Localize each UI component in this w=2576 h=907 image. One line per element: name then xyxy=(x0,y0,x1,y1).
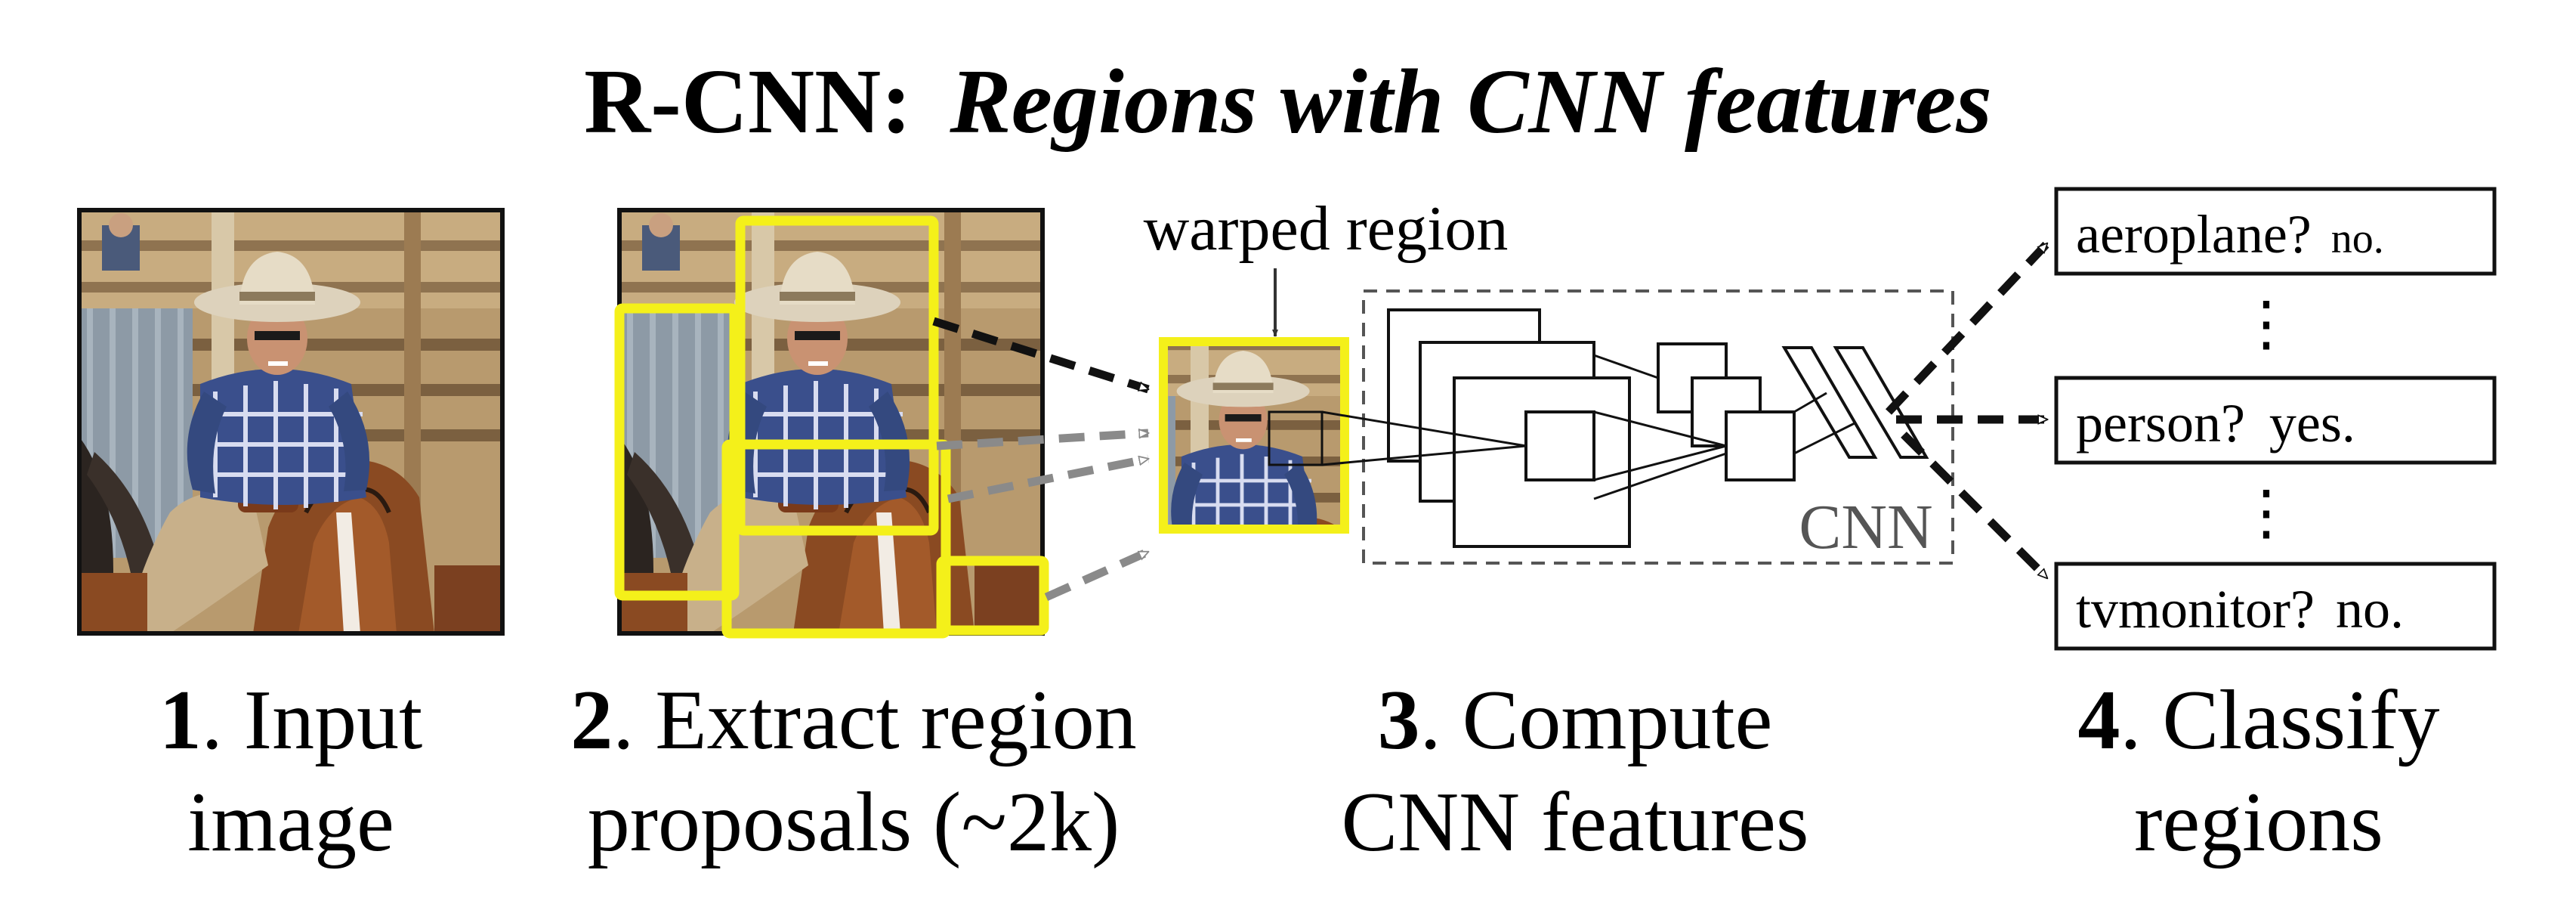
class-name: aeroplane? xyxy=(2076,204,2312,265)
title-emphasis: Regions with CNN features xyxy=(949,51,1991,153)
proposal-arrows xyxy=(932,317,1148,602)
step-number: 2 xyxy=(570,673,613,767)
svg-text:aeroplane? no.: aeroplane? no. xyxy=(2076,204,2384,265)
class-box-aeroplane: aeroplane? no. xyxy=(2054,187,2497,276)
cnn-block: CNN xyxy=(1268,289,1954,565)
step-caption-4: 4. Classify regions xyxy=(2077,673,2439,869)
proposals-image xyxy=(617,208,1045,636)
class-answer: yes. xyxy=(2269,393,2355,454)
step-line2: CNN features xyxy=(1342,775,1809,869)
step-line1: . Classify xyxy=(2120,673,2439,767)
arrow-to-tvmonitor xyxy=(1901,432,2050,581)
classify-arrows xyxy=(1885,240,2051,581)
warped-region-label: warped region xyxy=(1144,193,1509,264)
warped-region-image xyxy=(1159,337,1349,534)
cnn-label: CNN xyxy=(1799,492,1932,562)
svg-text:tvmonitor? no.: tvmonitor? no. xyxy=(2076,579,2404,639)
step-caption-1: 1. Input image xyxy=(159,673,422,869)
svg-text:3. Compute: 3. Compute xyxy=(1378,673,1773,767)
class-answer: no. xyxy=(2336,579,2404,639)
arrow-faded-3 xyxy=(1044,547,1148,602)
svg-text:1. Input: 1. Input xyxy=(159,673,422,767)
arrow-faded-2 xyxy=(947,454,1148,503)
step-number: 4 xyxy=(2077,673,2120,767)
step-line2: proposals (~2k) xyxy=(588,775,1120,869)
step-line1: . Compute xyxy=(1420,673,1773,767)
arrow-faded-1 xyxy=(936,433,1148,450)
step-line2: image xyxy=(187,775,394,869)
class-box-person: person? yes. xyxy=(2054,376,2497,465)
proposal-box-horse xyxy=(721,439,951,639)
proposal-box-panel xyxy=(614,303,740,601)
step-line1: . Input xyxy=(202,673,422,767)
input-image xyxy=(77,208,505,636)
arrow-to-aeroplane xyxy=(1885,240,2051,415)
step-caption-2: 2. Extract region proposals (~2k) xyxy=(570,673,1137,869)
arrow-strong xyxy=(932,317,1148,394)
cnn-dashed-frame xyxy=(1362,289,1954,565)
step-number: 1 xyxy=(159,673,202,767)
region-proposal-boxes xyxy=(614,215,1049,639)
class-box-tvmonitor: tvmonitor? no. xyxy=(2054,562,2497,651)
diagram-title: R-CNN: Regions with CNN features xyxy=(584,51,1992,153)
step-caption-3: 3. Compute CNN features xyxy=(1342,673,1809,869)
class-name: person? xyxy=(2076,393,2245,454)
ellipsis-top: ⋮ xyxy=(2236,291,2296,358)
class-answer: no. xyxy=(2331,215,2384,262)
svg-text:4. Classify: 4. Classify xyxy=(2077,673,2439,767)
class-name: tvmonitor? xyxy=(2076,579,2315,639)
proposal-box-person xyxy=(735,215,939,536)
step-line1: . Extract region xyxy=(613,673,1137,767)
proposal-box-small xyxy=(936,556,1049,636)
svg-text:person? yes.: person? yes. xyxy=(2076,393,2355,454)
step-number: 3 xyxy=(1378,673,1420,767)
title-prefix: R-CNN: xyxy=(584,51,912,153)
step-line2: regions xyxy=(2134,775,2383,869)
svg-text:2. Extract region: 2. Extract region xyxy=(570,673,1137,767)
ellipsis-bottom: ⋮ xyxy=(2236,480,2296,546)
